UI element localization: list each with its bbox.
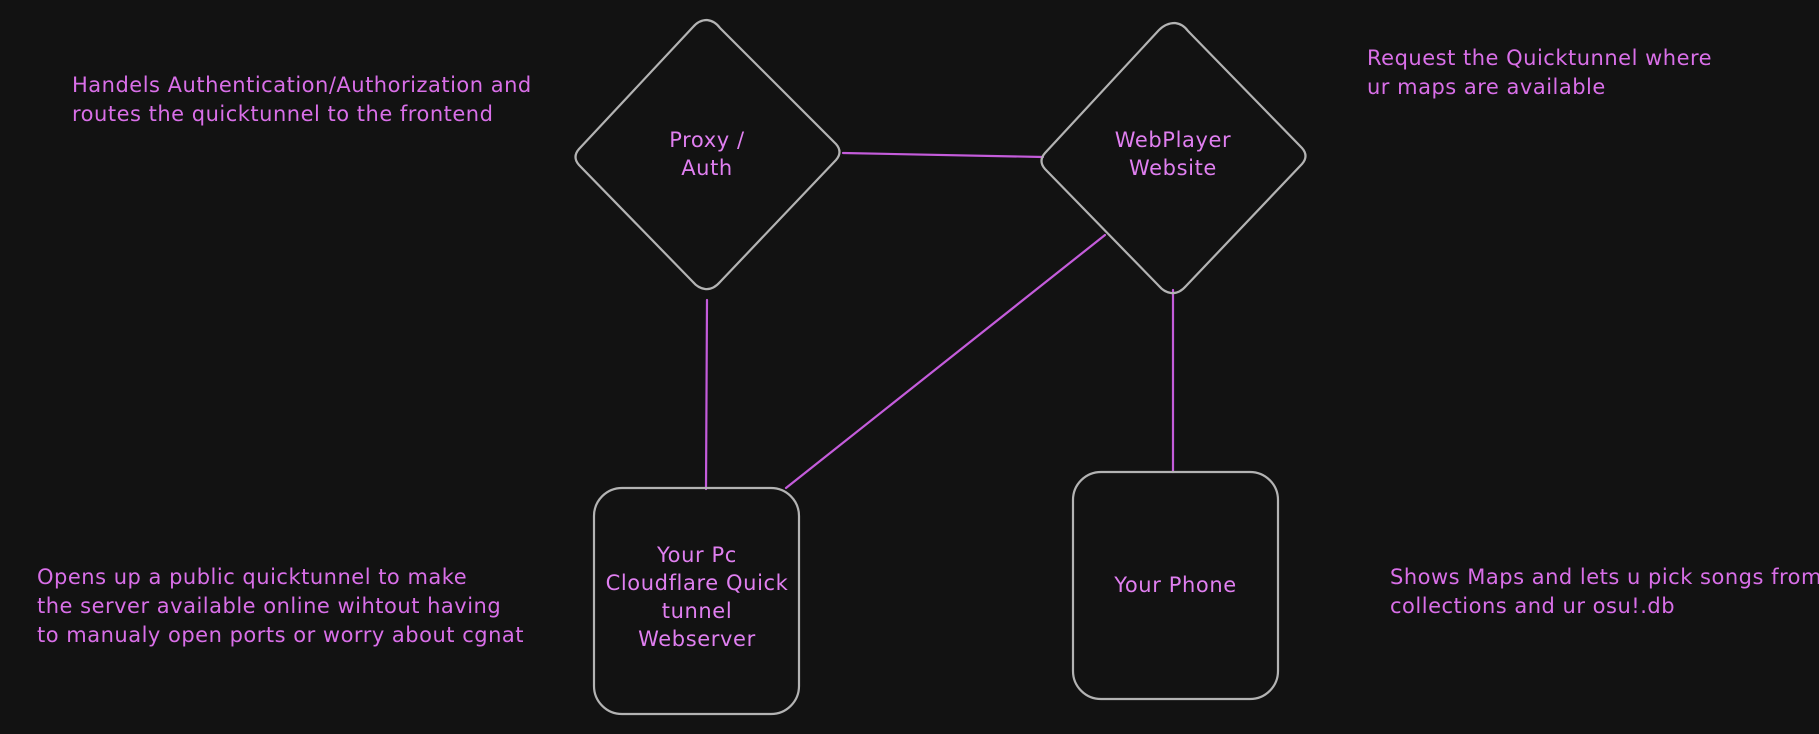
- node-your-pc-shape[interactable]: [592, 486, 801, 716]
- note-proxy-auth: Handels Authentication/Authorization and…: [72, 73, 532, 126]
- edge-proxy-to-pc: [704, 298, 709, 491]
- note-webplayer: Request the Quicktunnel where ur maps ar…: [1367, 46, 1713, 99]
- edge-proxy-to-webplayer: [841, 151, 1045, 159]
- node-webplayer-shape[interactable]: [1040, 21, 1307, 295]
- node-your-phone-shape[interactable]: [1071, 470, 1280, 701]
- note-your-pc: Opens up a public quicktunnel to make th…: [37, 565, 524, 647]
- note-your-phone: Shows Maps and lets u pick songs from co…: [1390, 565, 1819, 618]
- node-proxy-auth-shape[interactable]: [574, 18, 841, 291]
- edge-webplayer-to-pc: [784, 233, 1107, 490]
